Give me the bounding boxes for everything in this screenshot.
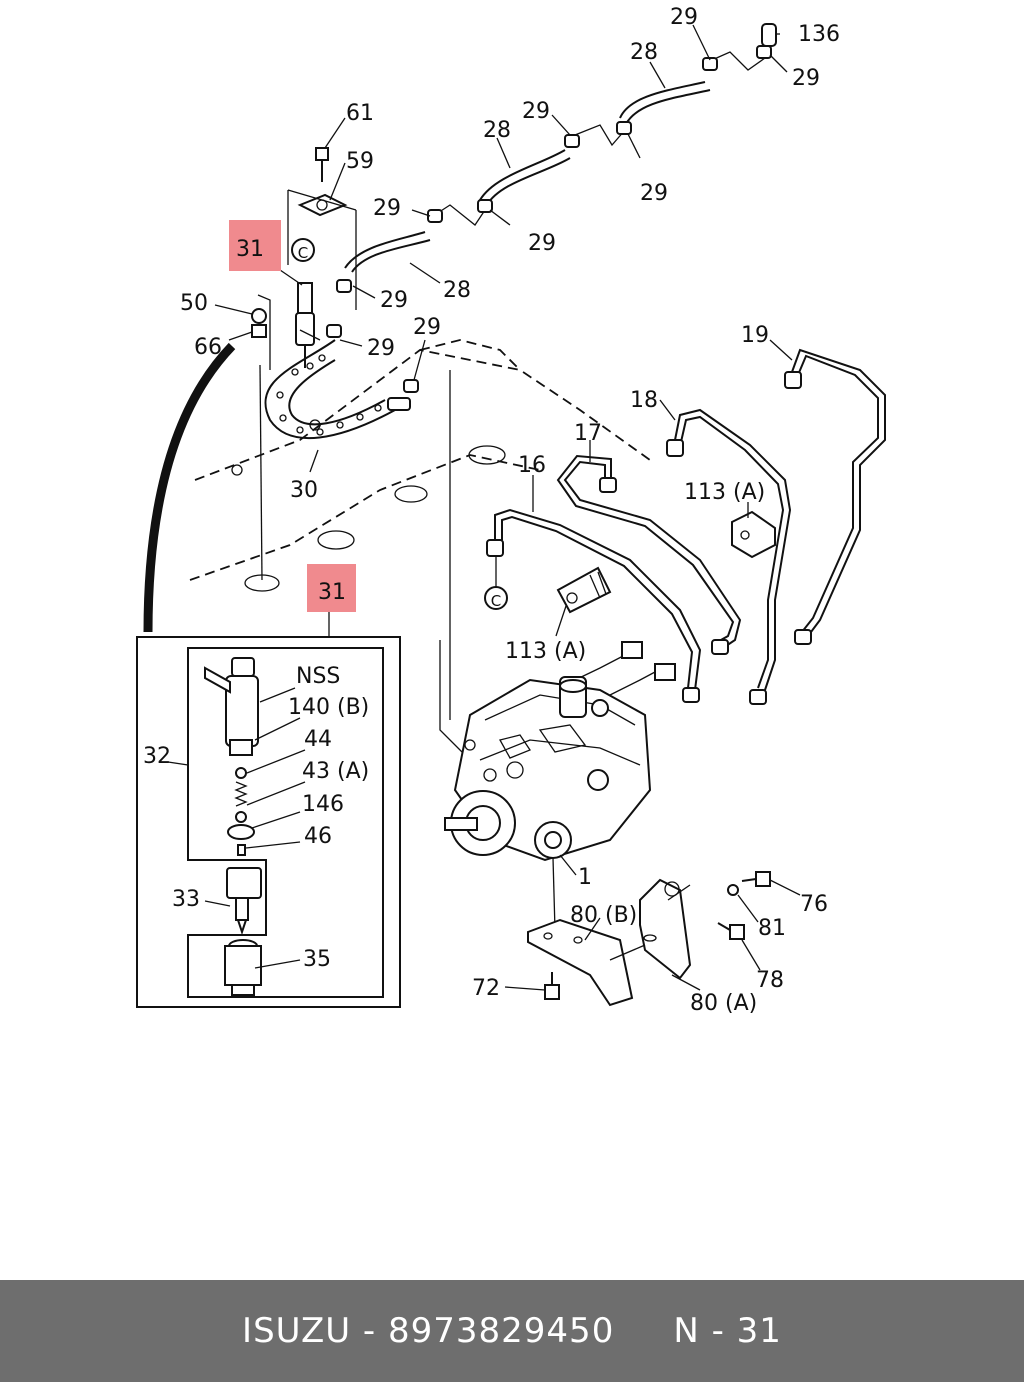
circled-c-markers: C C: [291, 238, 508, 610]
callout-29: 29: [792, 66, 820, 91]
callout-43a: 43 (A): [302, 759, 369, 784]
callout-28: 28: [483, 118, 511, 143]
callout-29: 29: [522, 99, 550, 124]
callout-146: 146: [302, 792, 344, 817]
engine-outline: [189, 339, 651, 592]
callout-29: 29: [413, 315, 441, 340]
callout-labels: 29 136 28 29 29 28 29 61 59 29 29 31 28 …: [143, 5, 840, 1016]
callout-17: 17: [574, 421, 602, 446]
leak-off-pipe: [264, 339, 411, 440]
fuel-return-hoses: [326, 23, 777, 393]
callout-44: 44: [304, 727, 332, 752]
callout-72: 72: [472, 976, 500, 1001]
detail-link-line: [143, 342, 236, 633]
callout-32: 32: [143, 744, 171, 769]
callout-136: 136: [798, 22, 840, 47]
parts-diagram: C C 29 136 28 29 29 28 29 61 59 29 29 31…: [136, 5, 886, 1016]
pump-brackets: [527, 871, 771, 1007]
injection-pump: [444, 676, 652, 931]
callout-80a: 80 (A): [690, 991, 757, 1016]
connector-c-marker-top: [291, 238, 315, 262]
callout-76: 76: [800, 892, 828, 917]
callout-29: 29: [670, 5, 698, 30]
pump-wiring: [439, 370, 676, 761]
callout-59: 59: [346, 149, 374, 174]
callout-46: 46: [304, 824, 332, 849]
connector-c-label-bottom: C: [491, 592, 501, 610]
highlight-box-top: [229, 220, 281, 271]
leader-lines: [214, 24, 801, 991]
callout-66: 66: [194, 335, 222, 360]
highlight-box-middle: [307, 564, 356, 612]
callout-29: 29: [640, 181, 668, 206]
callout-29: 29: [528, 231, 556, 256]
callout-29: 29: [380, 288, 408, 313]
callout-61: 61: [346, 101, 374, 126]
connector-c-label-top: C: [298, 244, 308, 262]
callout-nss: NSS: [296, 664, 340, 689]
callout-29: 29: [373, 196, 401, 221]
callout-29: 29: [367, 336, 395, 361]
callout-50: 50: [180, 291, 208, 316]
callout-16: 16: [518, 453, 546, 478]
callout-113a: 113 (A): [684, 480, 765, 505]
callout-28: 28: [443, 278, 471, 303]
callout-1: 1: [578, 865, 592, 890]
callout-30: 30: [290, 478, 318, 503]
callout-31-highlighted: 31: [318, 580, 346, 605]
callout-140b: 140 (B): [288, 695, 369, 720]
callout-113a: 113 (A): [505, 639, 586, 664]
callout-18: 18: [630, 388, 658, 413]
connector-c-marker-bottom: [484, 586, 508, 610]
injector-installed: [251, 282, 321, 581]
bolt-and-bracket: [287, 147, 357, 310]
callout-81: 81: [758, 916, 786, 941]
callout-78: 78: [756, 968, 784, 993]
callout-80b: 80 (B): [570, 903, 637, 928]
callout-28: 28: [630, 40, 658, 65]
callout-35: 35: [303, 947, 331, 972]
footer-banner: ISUZU - 8973829450 N - 31: [0, 1280, 1024, 1382]
callout-33: 33: [172, 887, 200, 912]
injector-detail-box: [136, 612, 401, 1008]
callout-31-highlighted: 31: [236, 237, 264, 262]
callout-19: 19: [741, 323, 769, 348]
injection-pipes: [486, 348, 886, 705]
footer-part-number-text: ISUZU - 8973829450 N - 31: [242, 1311, 782, 1351]
pipe-clamps: [556, 510, 776, 614]
